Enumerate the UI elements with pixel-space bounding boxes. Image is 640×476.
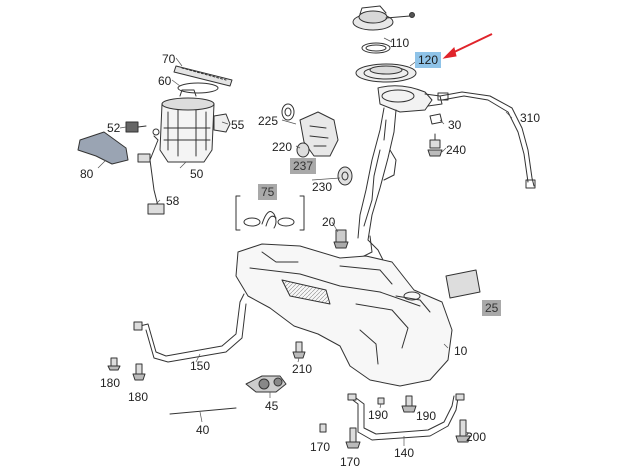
highlight-arrow-icon <box>442 33 493 59</box>
part-label-60[interactable]: 60 <box>158 74 172 88</box>
clip-part <box>429 113 443 125</box>
part-label-80[interactable]: 80 <box>80 167 94 181</box>
part-label-40[interactable]: 40 <box>196 423 210 437</box>
part-label-310[interactable]: 310 <box>520 111 541 125</box>
part-label-20[interactable]: 20 <box>322 215 336 229</box>
shield-part <box>77 131 129 165</box>
part-label-225[interactable]: 225 <box>258 114 279 128</box>
strip-part <box>173 65 233 87</box>
bolt-part <box>427 133 443 157</box>
part-label-150[interactable]: 150 <box>190 359 211 373</box>
connector-part <box>245 375 287 393</box>
part-label-50[interactable]: 50 <box>190 167 204 181</box>
filler-ring-part <box>355 63 417 83</box>
part-label-58[interactable]: 58 <box>166 194 180 208</box>
part-label-170-b[interactable]: 170 <box>340 455 361 469</box>
seal-ring-part <box>361 42 391 54</box>
part-label-180-b[interactable]: 180 <box>128 390 149 404</box>
part-label-210[interactable]: 210 <box>292 362 313 376</box>
part-label-110[interactable]: 110 <box>390 36 410 50</box>
valve-part <box>333 229 349 249</box>
tank-strap-lower-part <box>347 393 465 441</box>
fuel-tank-part <box>235 243 453 387</box>
lock-ring-part <box>337 166 353 186</box>
part-label-45[interactable]: 45 <box>265 399 279 413</box>
filler-neck-part <box>357 85 443 269</box>
oring-part <box>177 82 219 94</box>
bolt-set-part <box>107 341 471 449</box>
part-label-220[interactable]: 220 <box>272 140 293 154</box>
part-label-230[interactable]: 230 <box>312 180 333 194</box>
part-label-240[interactable]: 240 <box>446 143 467 157</box>
retainer-part <box>213 113 231 133</box>
part-label-55[interactable]: 55 <box>231 118 245 132</box>
tank-strap-part <box>133 293 247 363</box>
fuel-line-part <box>169 407 237 415</box>
part-label-75[interactable]: 75 <box>258 184 278 200</box>
part-label-200[interactable]: 200 <box>466 430 487 444</box>
part-label-10[interactable]: 10 <box>454 344 468 358</box>
part-label-190[interactable]: 190 <box>368 408 389 422</box>
part-label-170[interactable]: 170 <box>310 440 331 454</box>
sensor-part <box>125 121 147 133</box>
part-label-140[interactable]: 140 <box>394 446 415 460</box>
part-label-25[interactable]: 25 <box>482 300 502 316</box>
label-sheet-part <box>445 269 481 299</box>
plug-part <box>296 142 310 158</box>
part-label-237[interactable]: 237 <box>290 158 317 174</box>
part-label-70[interactable]: 70 <box>162 52 176 66</box>
part-label-52[interactable]: 52 <box>107 121 121 135</box>
part-label-30[interactable]: 30 <box>448 118 462 132</box>
fuel-cap-part <box>352 5 415 31</box>
part-label-120[interactable]: 120 <box>415 52 442 68</box>
vent-hose-part <box>437 91 536 189</box>
part-label-180[interactable]: 180 <box>100 376 121 390</box>
part-label-190-b[interactable]: 190 <box>416 409 437 423</box>
fuel-pump-part <box>159 89 215 163</box>
seal-kit-part <box>235 195 305 231</box>
gasket-part <box>281 103 295 121</box>
